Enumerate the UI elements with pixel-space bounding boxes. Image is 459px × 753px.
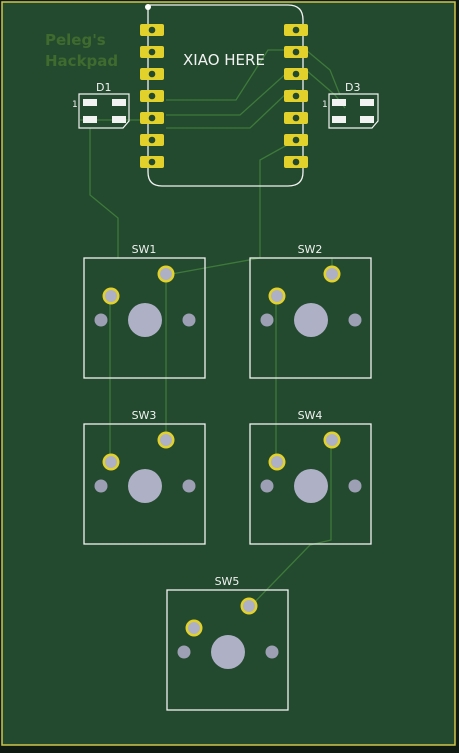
xiao-pad bbox=[284, 134, 308, 146]
switch-pin-hole bbox=[105, 456, 117, 468]
switch-center-hole bbox=[128, 303, 162, 337]
xiao-pad bbox=[140, 46, 164, 58]
switch-ref: SW5 bbox=[215, 575, 240, 588]
switch-side-hole bbox=[177, 645, 191, 659]
switch-side-hole bbox=[182, 479, 196, 493]
led-d3-pin1: 1 bbox=[322, 100, 328, 110]
xiao-pad bbox=[284, 24, 308, 36]
led-d1-pin1: 1 bbox=[72, 100, 78, 110]
led-d1-pad bbox=[83, 116, 97, 123]
xiao-pad-hole bbox=[292, 48, 300, 56]
switch-pin-hole bbox=[188, 622, 200, 634]
switch-4: SW4 bbox=[249, 409, 372, 545]
switch-pin-hole bbox=[326, 268, 338, 280]
xiao-pad bbox=[284, 90, 308, 102]
switch-ref: SW3 bbox=[132, 409, 157, 422]
switch-1: SW1 bbox=[83, 243, 206, 379]
switch-5: SW5 bbox=[166, 575, 289, 711]
switch-outline bbox=[83, 257, 206, 379]
xiao-pad-hole bbox=[148, 136, 156, 144]
xiao-pad-hole bbox=[148, 92, 156, 100]
xiao-pad bbox=[284, 112, 308, 124]
led-d3-ref: D3 bbox=[345, 81, 360, 94]
xiao-pad-hole bbox=[292, 136, 300, 144]
led-d1: D1 1 bbox=[72, 81, 130, 129]
xiao-pad-hole bbox=[148, 48, 156, 56]
led-d3-pad bbox=[332, 99, 346, 106]
xiao-pad-hole bbox=[292, 92, 300, 100]
switch-pin-hole bbox=[160, 268, 172, 280]
switch-ref: SW2 bbox=[298, 243, 323, 256]
led-d1-ref: D1 bbox=[96, 81, 111, 94]
led-d1-outline bbox=[78, 93, 130, 129]
switch-center-hole bbox=[211, 635, 245, 669]
switch-outline bbox=[249, 257, 372, 379]
switch-side-hole bbox=[260, 313, 274, 327]
xiao-pad bbox=[140, 156, 164, 168]
switch-outline bbox=[166, 589, 289, 711]
switch-center-hole bbox=[294, 303, 328, 337]
led-d3: D3 1 bbox=[322, 81, 379, 129]
switch-side-hole bbox=[348, 313, 362, 327]
led-d3-pad bbox=[332, 116, 346, 123]
switch-outline bbox=[249, 423, 372, 545]
pin1-marker bbox=[145, 4, 151, 10]
xiao-pad bbox=[140, 90, 164, 102]
led-d1-pad bbox=[112, 99, 126, 106]
xiao-pad bbox=[140, 68, 164, 80]
xiao-pads bbox=[140, 24, 308, 168]
led-d1-pad bbox=[83, 99, 97, 106]
brand-line-2: Hackpad bbox=[45, 52, 118, 70]
switch-pin-hole bbox=[160, 434, 172, 446]
led-d3-pad bbox=[360, 116, 374, 123]
switch-pin-hole bbox=[271, 290, 283, 302]
xiao-pad-hole bbox=[292, 158, 300, 166]
switch-pin-hole bbox=[271, 456, 283, 468]
xiao-pad-hole bbox=[292, 26, 300, 34]
xiao-pad-hole bbox=[148, 158, 156, 166]
led-d3-pad bbox=[360, 99, 374, 106]
switch-side-hole bbox=[348, 479, 362, 493]
xiao-pad-hole bbox=[148, 114, 156, 122]
switch-side-hole bbox=[94, 313, 108, 327]
switch-side-hole bbox=[182, 313, 196, 327]
led-d1-pad bbox=[112, 116, 126, 123]
switch-side-hole bbox=[265, 645, 279, 659]
xiao-pad bbox=[140, 112, 164, 124]
switch-side-hole bbox=[94, 479, 108, 493]
switch-3: SW3 bbox=[83, 409, 206, 545]
xiao-pad-hole bbox=[292, 70, 300, 78]
switch-center-hole bbox=[128, 469, 162, 503]
xiao-module-outline bbox=[147, 4, 304, 187]
xiao-pad bbox=[284, 156, 308, 168]
switch-center-hole bbox=[294, 469, 328, 503]
switch-side-hole bbox=[260, 479, 274, 493]
switch-pin-hole bbox=[105, 290, 117, 302]
xiao-pad bbox=[140, 134, 164, 146]
led-d3-outline bbox=[328, 93, 379, 129]
switch-ref: SW1 bbox=[132, 243, 157, 256]
xiao-pad-hole bbox=[292, 114, 300, 122]
xiao-pad-hole bbox=[148, 70, 156, 78]
brand-line-1: Peleg's bbox=[45, 31, 106, 49]
xiao-pad-hole bbox=[148, 26, 156, 34]
switch-ref: SW4 bbox=[298, 409, 323, 422]
switch-2: SW2 bbox=[249, 243, 372, 379]
xiao-pad bbox=[140, 24, 164, 36]
switch-outline bbox=[83, 423, 206, 545]
switch-pin-hole bbox=[326, 434, 338, 446]
switch-pin-hole bbox=[243, 600, 255, 612]
xiao-pad bbox=[284, 46, 308, 58]
xiao-pad bbox=[284, 68, 308, 80]
module-label: XIAO HERE bbox=[183, 51, 265, 69]
